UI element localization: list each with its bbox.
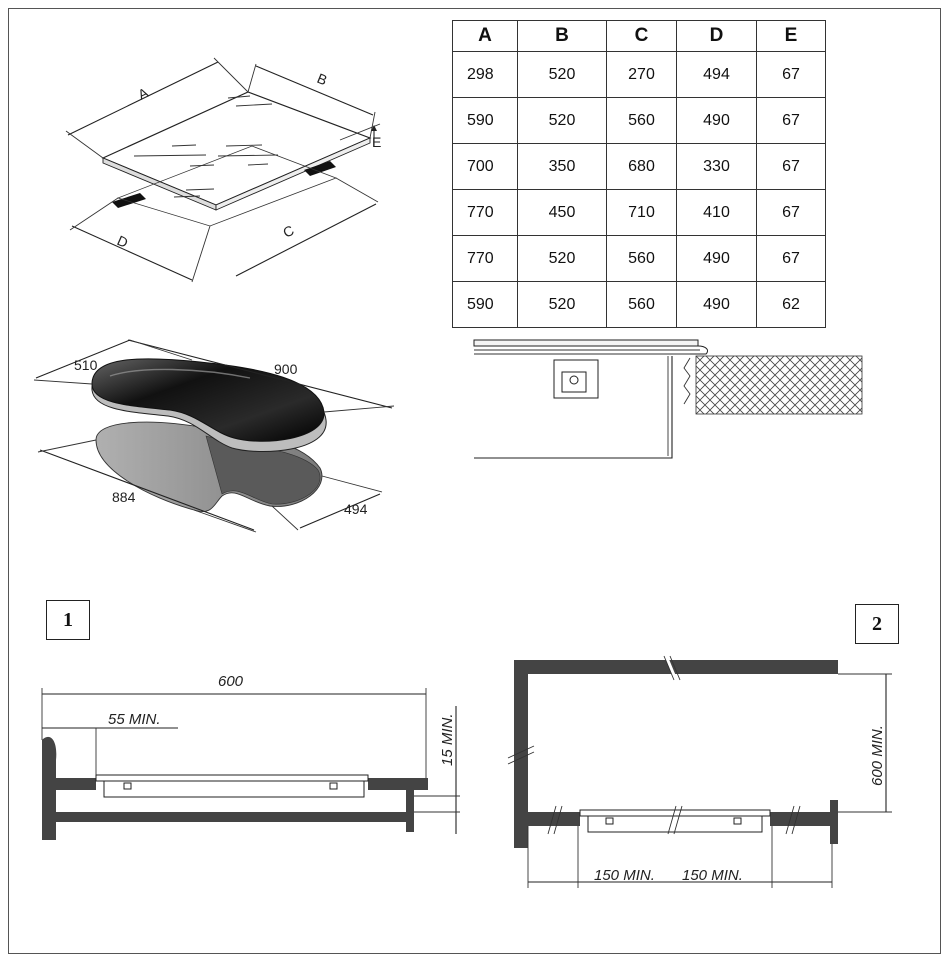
label-900: 900	[274, 361, 298, 377]
table-cell: 520	[517, 235, 607, 282]
hob-isometric-drawing: A B E D C	[65, 57, 381, 283]
dimensions-table: A B C D E 298 520 270 494 67 590 520 560…	[452, 20, 826, 328]
table-cell: 330	[676, 143, 757, 190]
table-row: 770 520 560 490 67	[452, 235, 826, 282]
table-cell: 560	[606, 235, 677, 282]
table-cell: 410	[676, 189, 757, 236]
table-cell: 560	[606, 281, 677, 328]
table-row: 590 520 560 490 62	[452, 281, 826, 328]
table-cell: 680	[606, 143, 677, 190]
worktop-section-drawing	[473, 339, 863, 459]
label-600: 600	[218, 673, 244, 690]
page-frame	[8, 8, 941, 954]
figure-2-drawing: 600 MIN. 150 MIN. 150 MIN.	[507, 655, 892, 888]
table-cell: 270	[606, 51, 677, 98]
figure-1-drawing: 600 55 MIN. 15 MIN.	[41, 673, 460, 840]
label-150-min-right: 150 MIN.	[682, 867, 743, 884]
label-494: 494	[344, 501, 368, 517]
table-row: 298 520 270 494 67	[452, 51, 826, 98]
label-e: E	[372, 134, 381, 150]
table-cell: 67	[756, 143, 826, 190]
label-150-min-left: 150 MIN.	[594, 867, 655, 884]
table-cell: 560	[606, 97, 677, 144]
table-cell: 450	[517, 189, 607, 236]
table-cell: 494	[676, 51, 757, 98]
table-row: 590 520 560 490 67	[452, 97, 826, 144]
table-cell: 770	[452, 235, 518, 282]
table-cell: 67	[756, 97, 826, 144]
label-510: 510	[74, 357, 98, 373]
label-15-min: 15 MIN.	[439, 713, 456, 766]
table-cell: 490	[676, 235, 757, 282]
table-cell: 520	[517, 281, 607, 328]
table-header-row: A B C D E	[452, 20, 826, 52]
label-55-min: 55 MIN.	[108, 711, 161, 728]
table-cell: 490	[676, 281, 757, 328]
figure-1-number: 1	[46, 600, 90, 640]
table-cell: 62	[756, 281, 826, 328]
figure-2-number: 2	[855, 604, 899, 644]
label-d: D	[115, 232, 131, 251]
table-cell: 298	[452, 51, 518, 98]
label-b: B	[315, 70, 330, 88]
kidney-hob-drawing: 510 900 884 494	[33, 339, 395, 533]
table-cell: 490	[676, 97, 757, 144]
label-c: C	[280, 222, 296, 241]
label-a: A	[135, 84, 151, 103]
table-cell: 770	[452, 189, 518, 236]
table-cell: 590	[452, 281, 518, 328]
table-cell: 67	[756, 235, 826, 282]
label-884: 884	[112, 489, 136, 505]
label-600-min: 600 MIN.	[869, 725, 886, 786]
table-row: 770 450 710 410 67	[452, 189, 826, 236]
table-cell: 590	[452, 97, 518, 144]
header-b: B	[517, 20, 607, 52]
table-row: 700 350 680 330 67	[452, 143, 826, 190]
